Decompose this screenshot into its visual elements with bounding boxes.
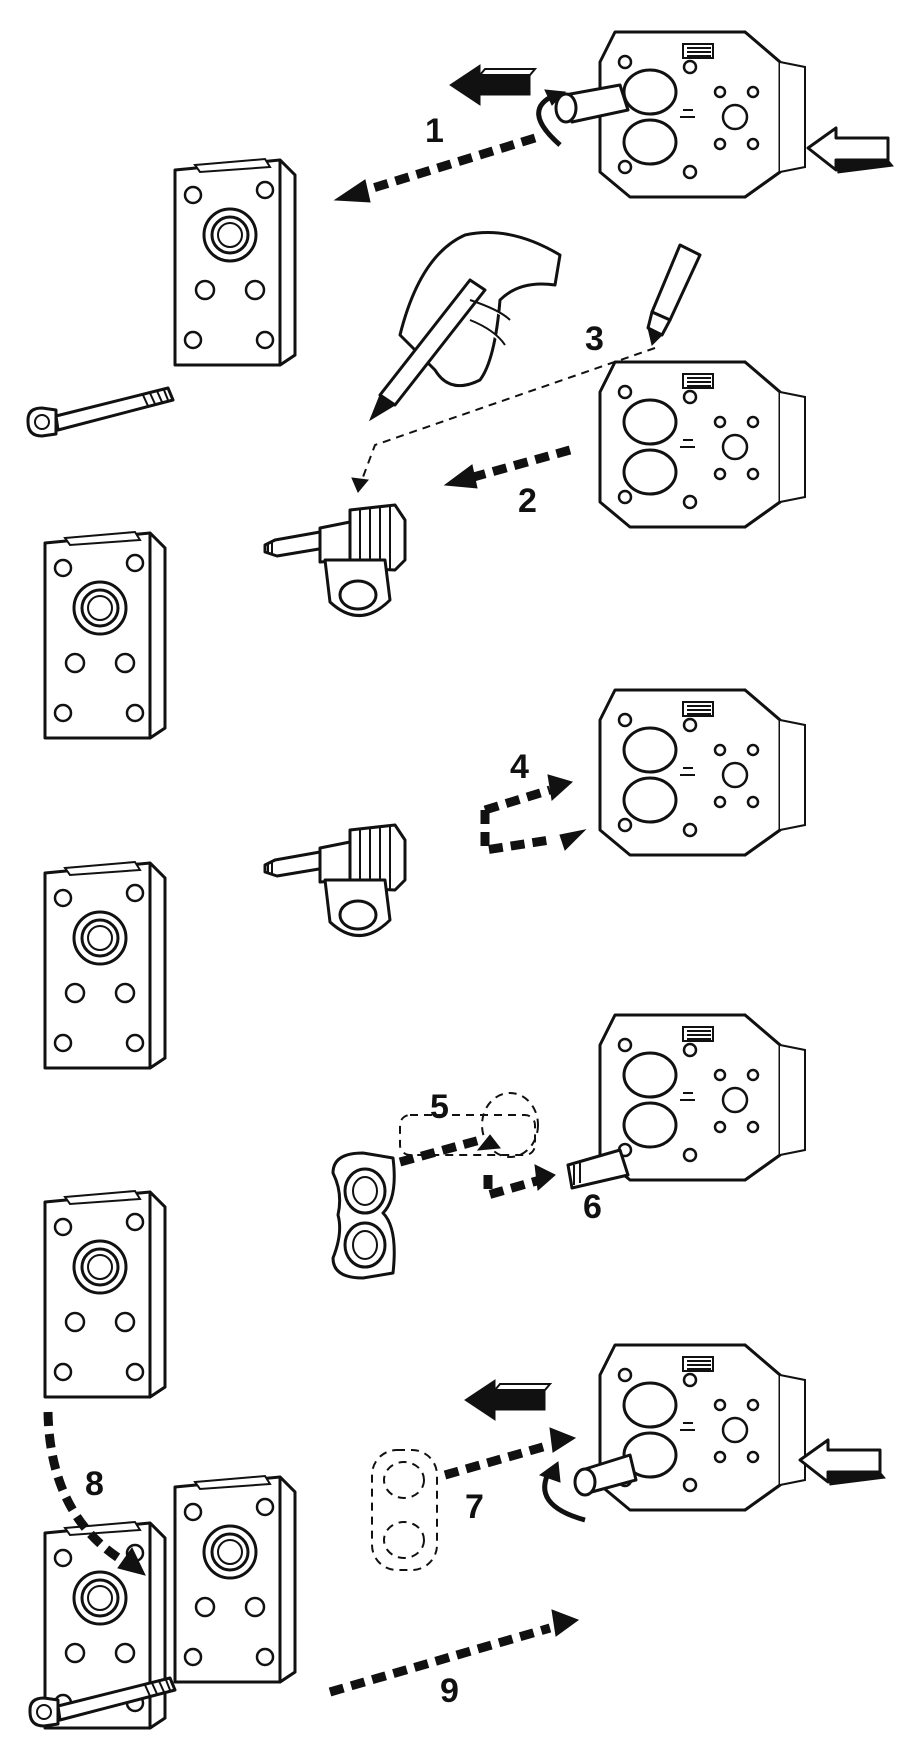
cover-plate-6 — [173, 1474, 297, 1684]
dashed-arrow-1 — [333, 133, 537, 203]
rotation-arrow-1 — [536, 89, 567, 147]
marking-dashed-line-3 — [351, 347, 656, 493]
pump-housing-4 — [598, 1013, 807, 1182]
dashed-arrow-2 — [443, 445, 572, 489]
dashed-arrow-5 — [398, 1134, 501, 1167]
step-6-label: 6 — [583, 1188, 602, 1226]
press-arrow-left-5 — [464, 1379, 551, 1421]
bushing-4 — [331, 1151, 396, 1280]
dashed-arrow-9 — [328, 1609, 580, 1697]
cover-plate-1 — [173, 157, 297, 367]
curved-dashed-arrow-8 — [43, 1411, 146, 1576]
pump-housing-3 — [598, 688, 807, 857]
step-7-label: 7 — [465, 1488, 484, 1526]
bolt-1 — [26, 386, 175, 438]
push-arrow-right-1 — [806, 126, 895, 175]
gear-shaft-in-housing — [566, 1148, 630, 1190]
ghost-gear-5 — [399, 1092, 539, 1158]
drive-shaft-1 — [554, 83, 630, 124]
press-arrow-left-1 — [449, 64, 536, 106]
cover-plate-4 — [43, 1189, 167, 1399]
step-3-label: 3 — [585, 320, 604, 358]
dashed-arrow-6 — [483, 1164, 556, 1201]
rotation-arrow-5 — [538, 1461, 586, 1523]
cover-plate-3 — [43, 860, 167, 1070]
marker-pen — [646, 243, 702, 346]
drive-shaft-5 — [573, 1453, 638, 1497]
step-4-label: 4 — [510, 748, 529, 786]
pump-housing-5 — [598, 1343, 807, 1512]
hand-with-marker — [368, 231, 562, 422]
step-9-label: 9 — [440, 1672, 459, 1710]
pump-housing-2 — [598, 360, 807, 529]
cover-plate-2 — [43, 530, 167, 740]
gear-shaft-2 — [263, 503, 407, 618]
push-arrow-right-5 — [798, 1438, 887, 1487]
step-5-label: 5 — [430, 1088, 449, 1126]
gear-shaft-3 — [263, 823, 407, 938]
step-8-label: 8 — [85, 1465, 104, 1503]
ghost-bushing-7 — [371, 1449, 438, 1571]
bracket-arrows-4 — [480, 774, 587, 856]
pump-housing-1 — [598, 30, 807, 199]
step-2-label: 2 — [518, 482, 537, 520]
dashed-arrow-7 — [443, 1427, 577, 1480]
step-1-label: 1 — [425, 112, 444, 150]
